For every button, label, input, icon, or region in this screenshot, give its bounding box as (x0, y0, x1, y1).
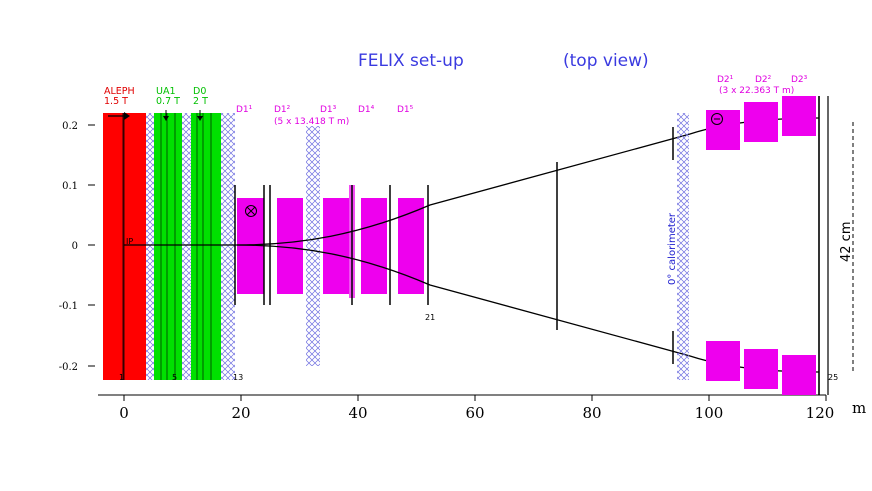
field-arrow-icon (163, 116, 169, 121)
dimension-marker: 42 cm (839, 122, 854, 372)
y-tick-label: -0.2 (59, 362, 78, 373)
marker-21: 21 (425, 313, 435, 322)
aleph-label: ALEPH (104, 86, 135, 97)
d1-magnet (398, 198, 424, 294)
d2-magnet (744, 102, 778, 142)
marker-1: 1 (119, 373, 124, 382)
d2-magnet (744, 349, 778, 389)
d2-magnet (782, 355, 816, 395)
d2-magnet (706, 341, 740, 381)
x-tick-label: 20 (231, 404, 250, 422)
d1-magnet (361, 198, 387, 294)
aleph-detector (103, 112, 146, 380)
x-unit-label: m (852, 399, 866, 417)
d0-detector (191, 110, 221, 380)
ua1-field: 0.7 T (156, 96, 180, 107)
y-tick-label: 0 (72, 241, 78, 252)
y-tick-label: 0.1 (62, 181, 78, 192)
d1-magnet (277, 198, 303, 294)
x-tick-label: 60 (465, 404, 484, 422)
cross-icon (246, 206, 256, 216)
marker-25: 25 (828, 373, 838, 382)
x-axis: 0 20 40 60 80 100 120 m (98, 394, 866, 422)
y-tick-label: 0.2 (62, 121, 78, 132)
d2-label-3: D2³ (791, 75, 808, 85)
aleph-field: 1.5 T (104, 96, 128, 107)
field-arrow-icon (124, 112, 130, 120)
d2-magnets (706, 96, 829, 395)
x-tick-label: 0 (119, 404, 129, 422)
ua1-detector (154, 110, 182, 380)
zero-degree-calorimeter: 0° calorimeter (667, 113, 689, 380)
dimension-label: 42 cm (839, 222, 854, 263)
d2-label-1: D2¹ (717, 75, 734, 85)
field-into-page-icon (245, 205, 257, 217)
ip-label: IP (126, 237, 133, 246)
d0-label: D0 (193, 86, 206, 97)
d1-spec: (5 x 13.418 T m) (274, 117, 349, 127)
d2-label-2: D2² (755, 75, 772, 85)
field-out-of-page-icon (711, 113, 723, 125)
calorimeter-label: 0° calorimeter (667, 212, 678, 285)
y-axis: 0.2 0.1 0 -0.1 -0.2 (59, 121, 95, 373)
d1-magnets (237, 126, 424, 366)
title-right: (top view) (563, 51, 649, 71)
title-left: FELIX set-up (358, 51, 464, 71)
x-tick-label: 100 (695, 404, 724, 422)
d1-label-5: D1⁵ (397, 105, 414, 115)
x-tick-label: 40 (348, 404, 367, 422)
calorimeter-block (677, 113, 689, 380)
d1-label-3: D1³ (320, 105, 337, 115)
marker-13: 13 (233, 373, 243, 382)
d1-magnet (323, 198, 349, 294)
absorber (306, 126, 320, 366)
ua1-label: UA1 (156, 86, 176, 97)
d2-magnet (782, 96, 816, 136)
x-tick-label: 120 (806, 404, 835, 422)
d2-spec: (3 x 22.363 T m) (719, 86, 794, 96)
d2-magnet (706, 110, 740, 150)
d1-label-2: D1² (274, 105, 291, 115)
absorber (146, 113, 154, 380)
field-arrow-icon (197, 116, 203, 121)
absorber (221, 113, 235, 380)
d0-field: 2 T (193, 96, 208, 107)
d1-label-1: D1¹ (236, 105, 253, 115)
y-tick-label: -0.1 (59, 301, 78, 312)
d1-bars (234, 185, 429, 305)
absorber (182, 113, 191, 380)
x-tick-label: 80 (582, 404, 601, 422)
marker-5: 5 (172, 373, 177, 382)
d1-label-4: D1⁴ (358, 105, 375, 115)
